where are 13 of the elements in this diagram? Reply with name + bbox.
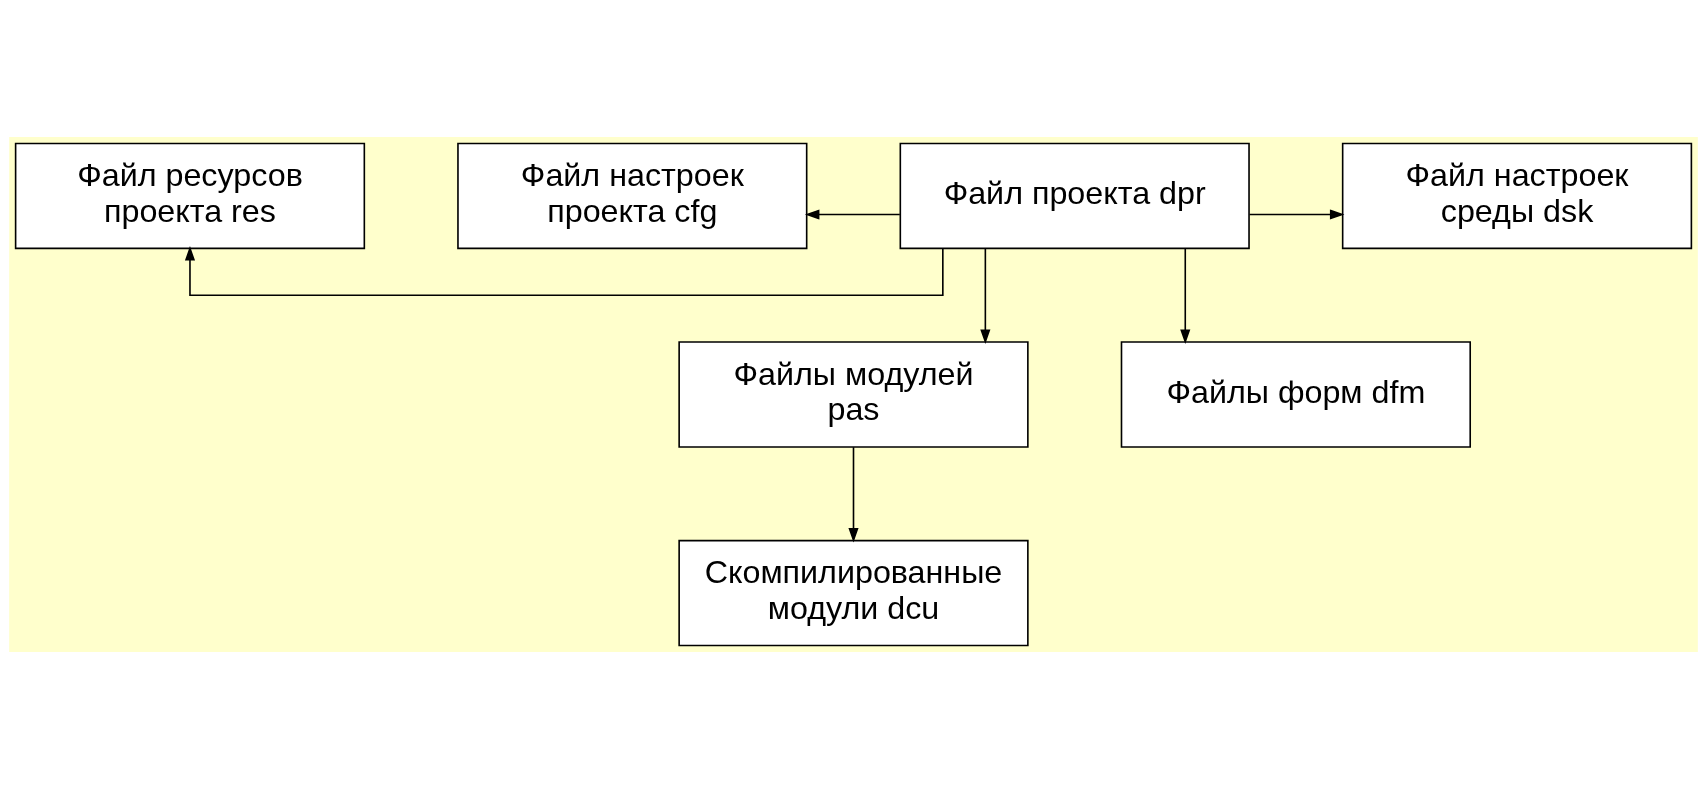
node-box: Скомпилированные модули dcu bbox=[678, 539, 1029, 646]
arrow bbox=[804, 208, 901, 220]
node-box: Файл проекта dpr bbox=[899, 142, 1250, 249]
node-box: Файлы форм dfm bbox=[1120, 340, 1471, 448]
node-box: Файлы модулей pas bbox=[678, 340, 1029, 448]
arrow bbox=[1248, 208, 1345, 220]
node-box: Файл настроек среды dsk bbox=[1341, 142, 1693, 249]
node-box: Файл настроек проекта cfg bbox=[457, 142, 808, 249]
arrow bbox=[184, 245, 944, 296]
node-box: Файл ресурсов проекта res bbox=[14, 142, 366, 249]
arrow bbox=[848, 445, 859, 543]
arrow bbox=[980, 247, 991, 344]
arrow bbox=[1180, 247, 1191, 344]
